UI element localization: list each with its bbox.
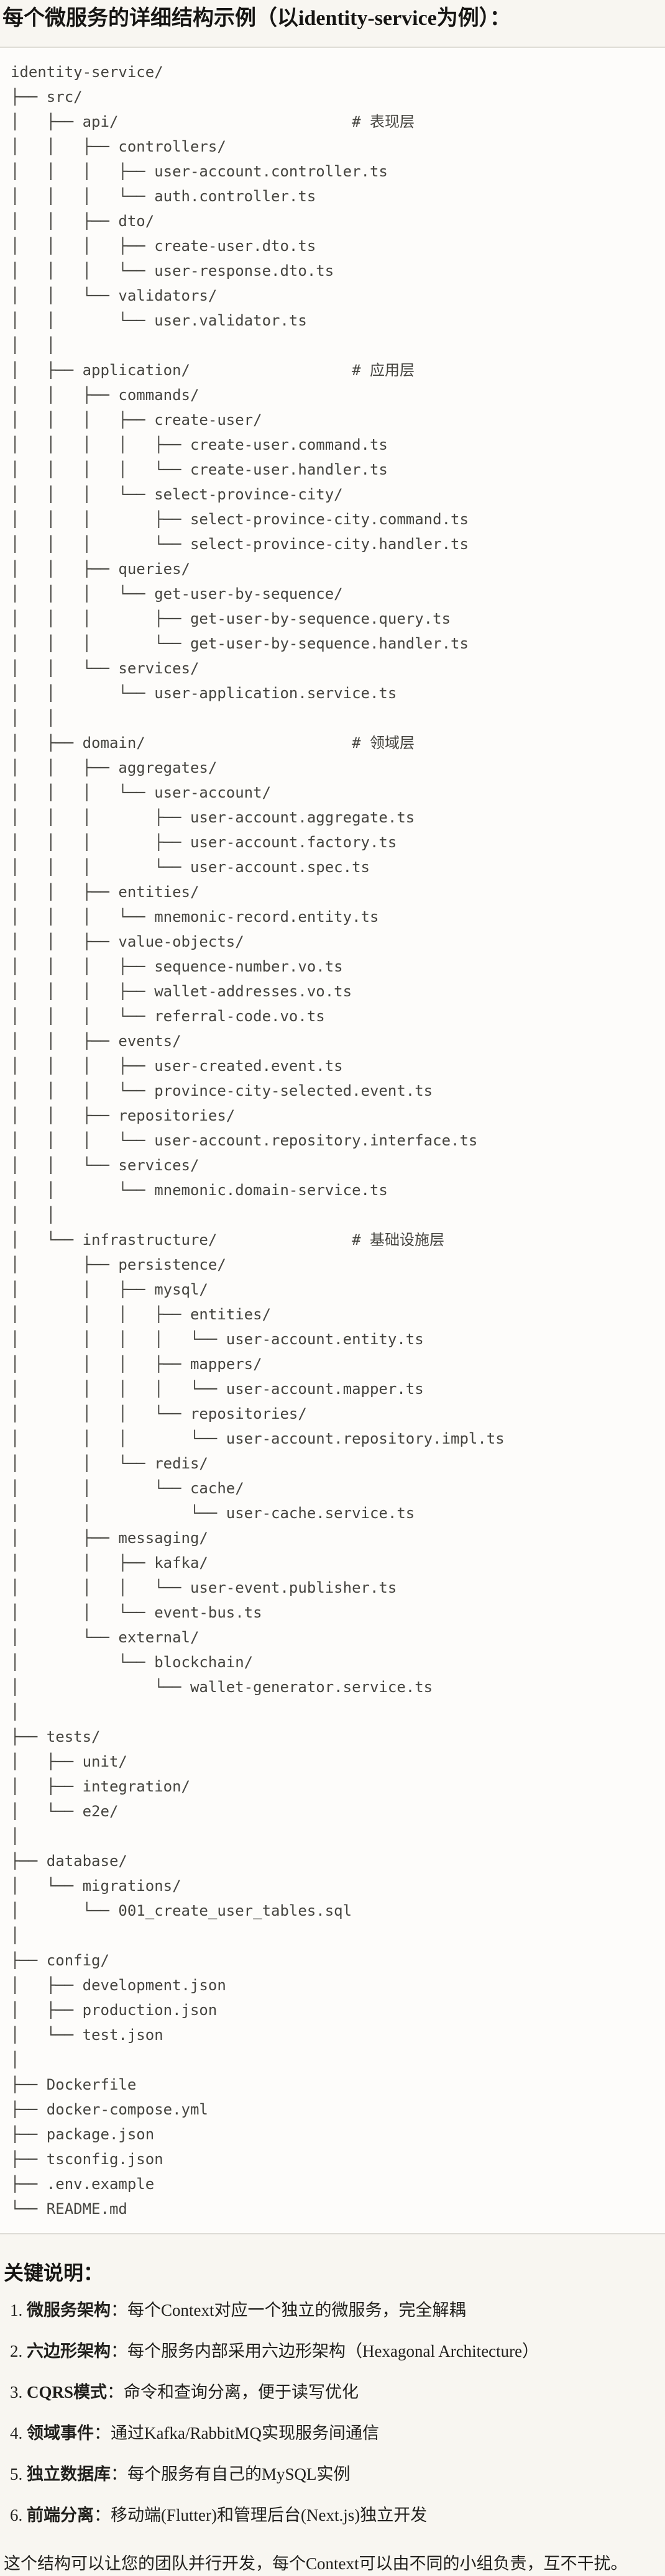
note-number: 3. bbox=[10, 2383, 27, 2401]
note-number: 5. bbox=[10, 2465, 27, 2483]
note-desc: 每个服务内部采用六边形架构（Hexagonal Architecture） bbox=[127, 2342, 539, 2360]
key-notes-section: 关键说明： 1. 微服务架构：每个Context对应一个独立的微服务，完全解耦 … bbox=[0, 2259, 665, 2576]
note-item-frontend-separation: 6. 前端分离：移动端(Flutter)和管理后台(Next.js)独立开发 bbox=[4, 2503, 660, 2528]
closing-paragraph: 这个结构可以让您的团队并行开发，每个Context可以由不同的小组负责，互不干扰… bbox=[4, 2554, 628, 2573]
note-item-cqrs: 3. CQRS模式：命令和查询分离，便于读写优化 bbox=[4, 2380, 660, 2405]
note-colon: ： bbox=[111, 2301, 127, 2319]
note-term: 独立数据库 bbox=[27, 2465, 111, 2483]
note-desc: 每个服务有自己的MySQL实例 bbox=[127, 2465, 351, 2483]
note-item-microservices: 1. 微服务架构：每个Context对应一个独立的微服务，完全解耦 bbox=[4, 2298, 660, 2323]
note-term: 微服务架构 bbox=[27, 2301, 111, 2319]
note-desc: 通过Kafka/RabbitMQ实现服务间通信 bbox=[111, 2424, 379, 2442]
note-term: 六边形架构 bbox=[27, 2342, 111, 2360]
note-colon: ： bbox=[107, 2383, 124, 2401]
note-number: 4. bbox=[10, 2424, 27, 2442]
note-desc: 移动端(Flutter)和管理后台(Next.js)独立开发 bbox=[111, 2506, 428, 2524]
code-block-directory-tree: identity-service/ ├── src/ │ ├── api/ # … bbox=[0, 47, 665, 2234]
note-item-domain-events: 4. 领域事件：通过Kafka/RabbitMQ实现服务间通信 bbox=[4, 2421, 660, 2446]
note-item-independent-db: 5. 独立数据库：每个服务有自己的MySQL实例 bbox=[4, 2462, 660, 2487]
note-term: 前端分离 bbox=[27, 2506, 94, 2524]
note-term: CQRS模式 bbox=[27, 2383, 108, 2401]
note-desc: 命令和查询分离，便于读写优化 bbox=[124, 2383, 359, 2401]
note-number: 1. bbox=[10, 2301, 27, 2319]
note-colon: ： bbox=[111, 2342, 127, 2360]
note-colon: ： bbox=[94, 2506, 111, 2524]
page-title: 每个微服务的详细结构示例（以identity-service为例）： bbox=[2, 7, 511, 30]
notes-heading: 关键说明： bbox=[4, 2262, 104, 2284]
note-number: 6. bbox=[10, 2506, 27, 2524]
document: 每个微服务的详细结构示例（以identity-service为例）： ident… bbox=[0, 4, 665, 2576]
note-term: 领域事件 bbox=[27, 2424, 94, 2442]
note-desc: 每个Context对应一个独立的微服务，完全解耦 bbox=[127, 2301, 466, 2319]
note-number: 2. bbox=[10, 2342, 27, 2360]
note-colon: ： bbox=[111, 2465, 127, 2483]
note-colon: ： bbox=[94, 2424, 111, 2442]
note-item-hexagonal: 2. 六边形架构：每个服务内部采用六边形架构（Hexagonal Archite… bbox=[4, 2339, 660, 2364]
